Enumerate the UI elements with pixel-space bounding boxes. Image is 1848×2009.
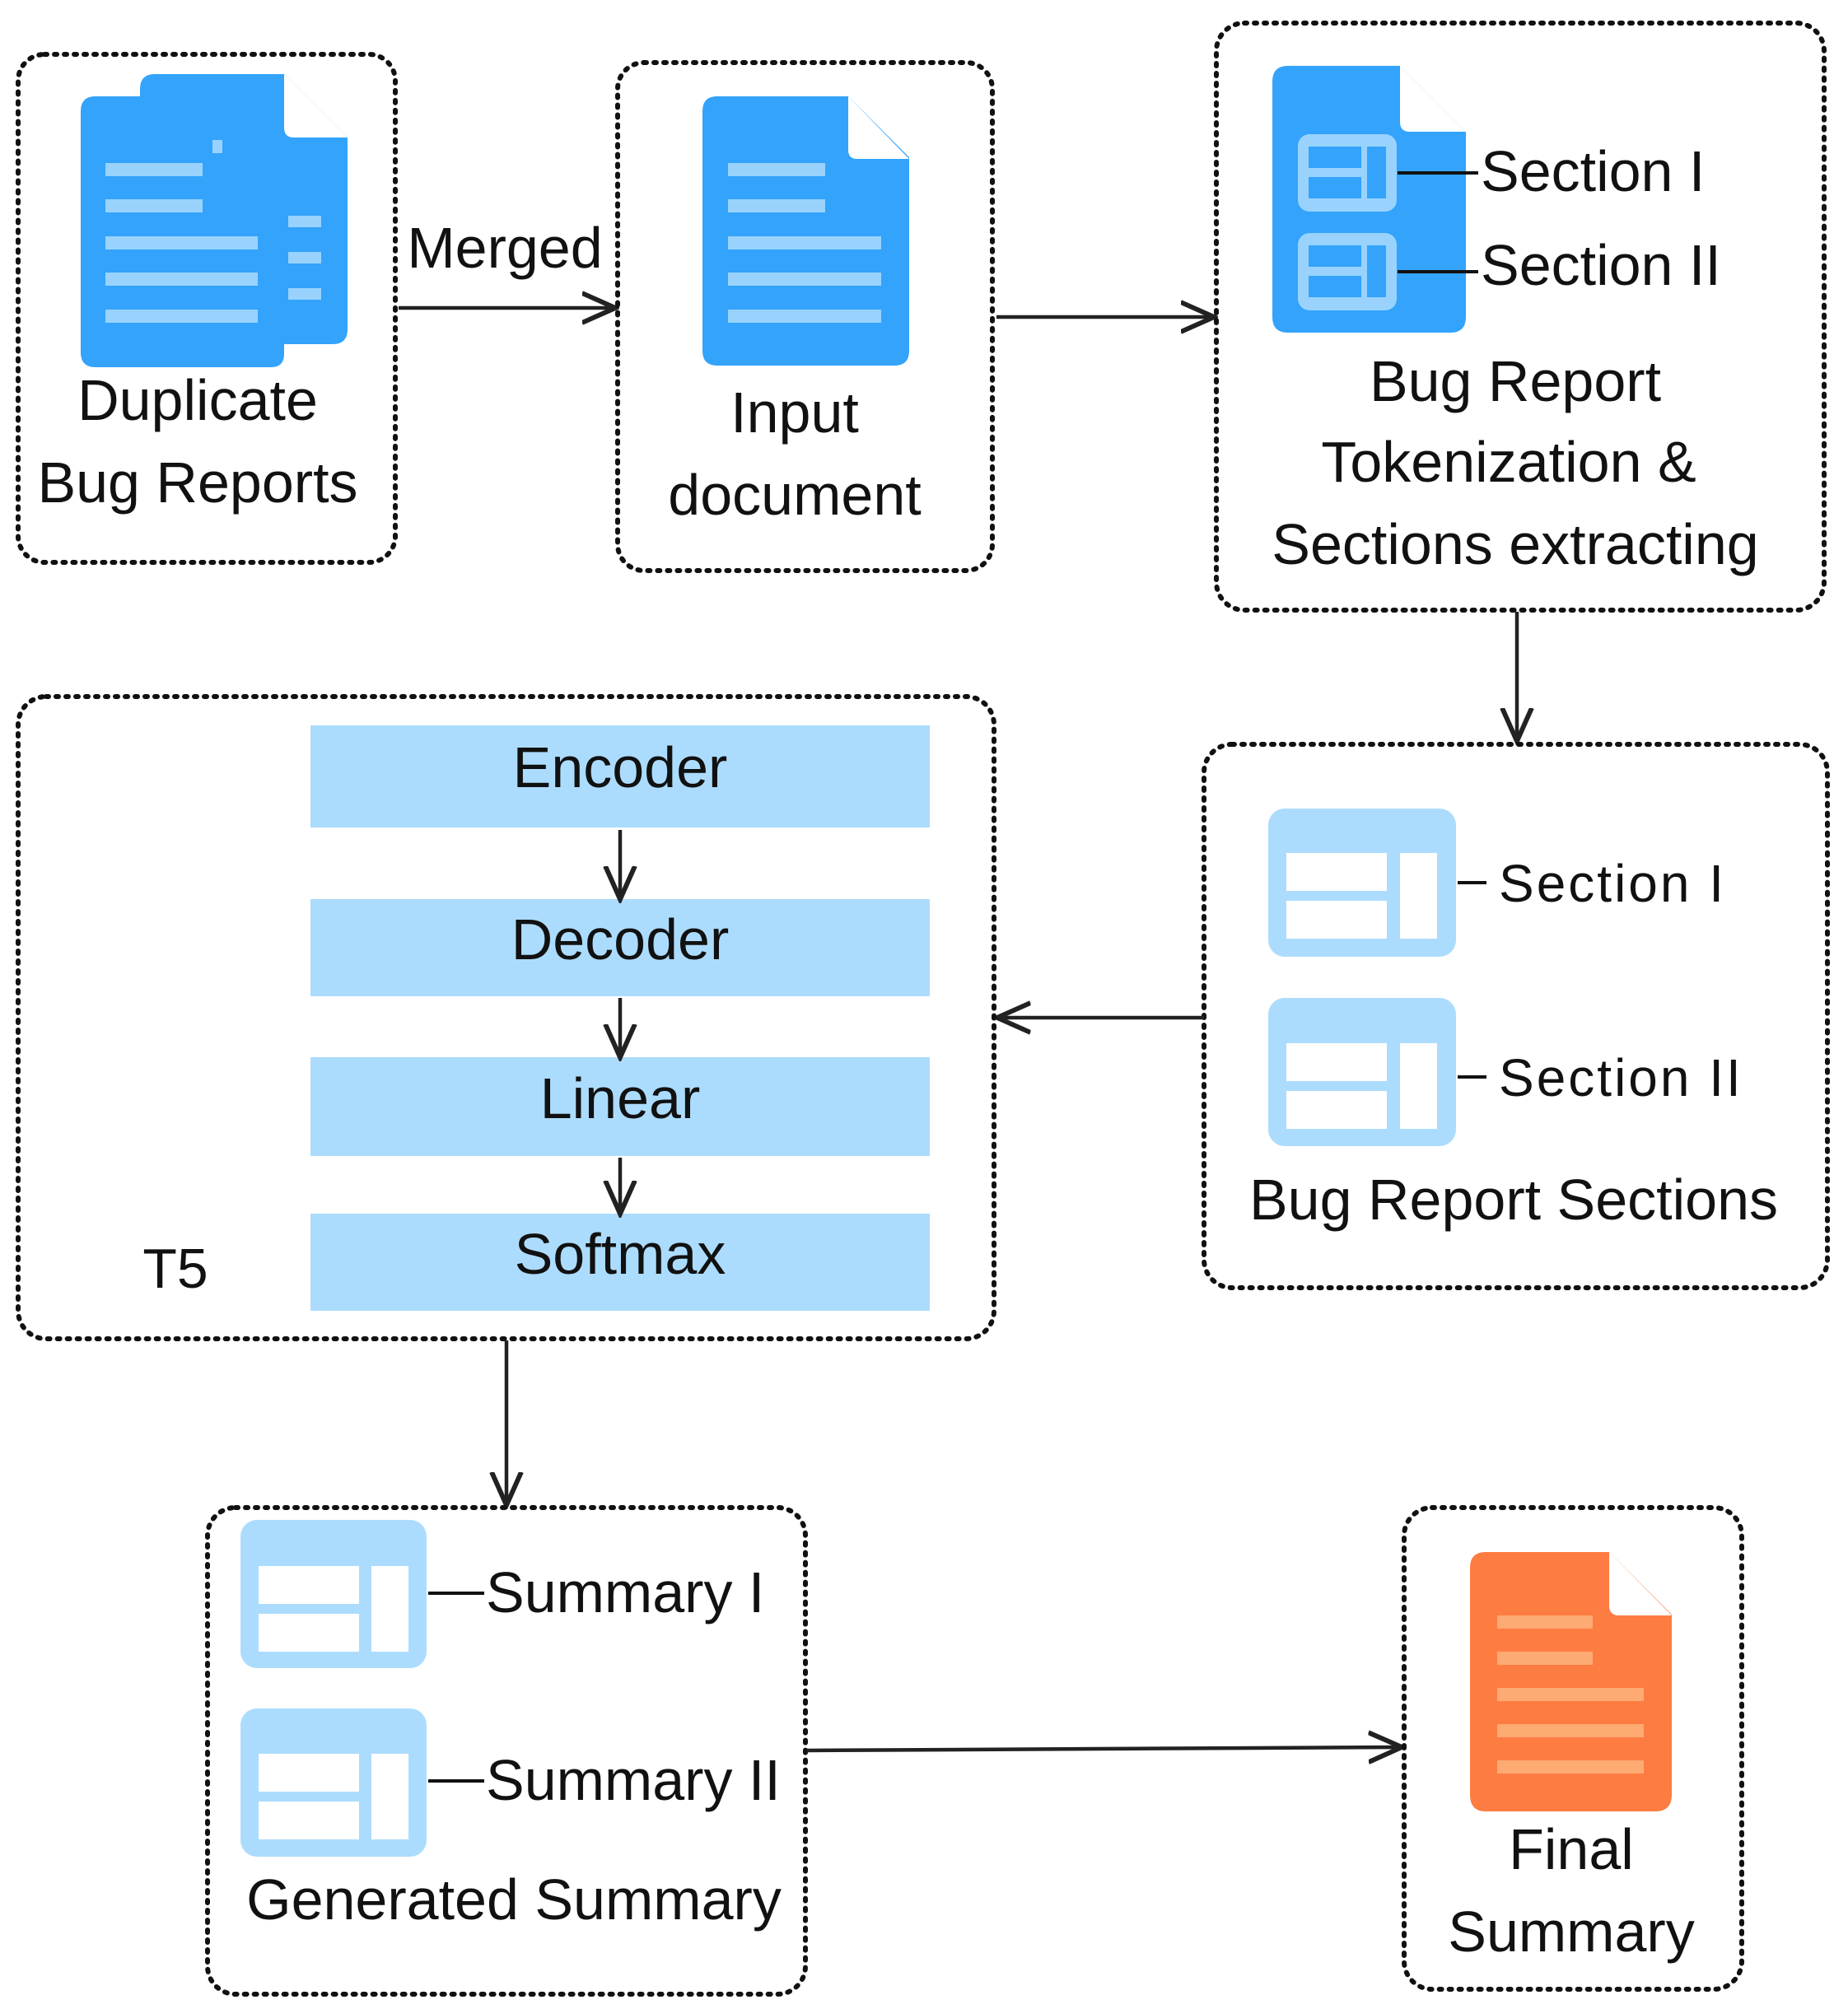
tokenization-section-1: Section I (1481, 139, 1705, 203)
duplicate-bug-reports-label-line2: Bug Reports (37, 450, 357, 515)
generated-summary-caption: Generated Summary (246, 1867, 782, 1932)
tokenization-label-line2: Tokenization & (1321, 430, 1696, 494)
final-summary-label-line1: Final (1509, 1817, 1634, 1881)
duplicate-documents-icon (81, 74, 348, 367)
section-layout-icon (240, 1708, 427, 1857)
final-summary-node: Final Summary (1402, 1505, 1744, 1992)
t5-label: T5 (142, 1238, 208, 1300)
t5-encoder-layer: Encoder (310, 725, 930, 827)
summary-1-label: Summary I (486, 1560, 764, 1624)
t5-softmax-layer: Softmax (310, 1214, 930, 1311)
section-layout-icon (1268, 809, 1456, 957)
duplicate-bug-reports-node: Duplicate Bug Reports (16, 52, 398, 565)
tokenization-box (1214, 21, 1827, 613)
t5-linear-layer: Linear (310, 1057, 930, 1156)
t5-encoder-label: Encoder (513, 735, 728, 799)
tokenization-label-line3: Sections extracting (1272, 512, 1758, 576)
section-layout-icon (1268, 998, 1456, 1146)
generated-summary-box (205, 1505, 808, 1997)
duplicate-bug-reports-label-line1: Duplicate (77, 368, 318, 432)
generated-to-final-arrow (806, 1747, 1400, 1750)
section-layout-icon (240, 1520, 427, 1668)
bug-report-sections-node: Section I Section II Bug Report Sections (1202, 742, 1830, 1290)
tokenization-section-2: Section II (1481, 233, 1721, 297)
final-summary-box (1402, 1505, 1744, 1992)
t5-decoder-label: Decoder (511, 907, 730, 972)
sectioned-document-icon (1272, 66, 1466, 333)
sections-section-2: Section II (1499, 1048, 1743, 1107)
t5-softmax-label: Softmax (515, 1222, 726, 1286)
t5-linear-label: Linear (540, 1066, 701, 1130)
input-document-box (615, 60, 995, 573)
tokenization-node: Section I Section II Bug Report Tokeniza… (1214, 21, 1827, 613)
input-document-label-line1: Input (730, 380, 859, 445)
bug-report-sections-caption: Bug Report Sections (1249, 1168, 1778, 1232)
t5-node: Encoder Decoder Linear Softmax T5 (16, 694, 996, 1341)
input-document-node: Input document (615, 60, 995, 573)
tokenization-label-line1: Bug Report (1370, 349, 1661, 413)
sections-section-1: Section I (1499, 854, 1726, 913)
duplicate-bug-reports-box (16, 52, 398, 565)
merged-label: Merged (407, 216, 602, 280)
document-icon (702, 96, 909, 366)
generated-summary-node: Summary I Summary II Generated Summary (205, 1505, 808, 1997)
final-document-icon (1470, 1552, 1672, 1811)
t5-box (16, 694, 996, 1341)
t5-decoder-layer: Decoder (310, 899, 930, 996)
final-summary-label-line2: Summary (1448, 1899, 1694, 1964)
input-document-label-line2: document (668, 463, 921, 527)
summary-2-label: Summary II (486, 1748, 781, 1812)
